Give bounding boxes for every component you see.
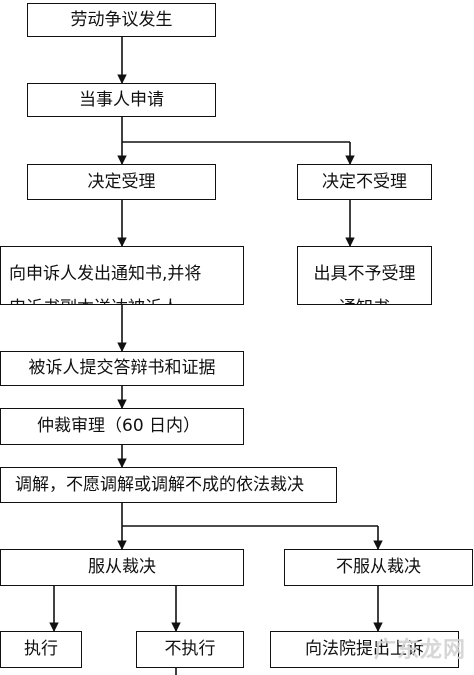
- node-not-comply-label: 不服从裁决: [336, 557, 421, 577]
- node-comply: 服从裁决: [0, 549, 244, 586]
- node-defense-label: 被诉人提交答辩书和证据: [28, 358, 216, 378]
- node-court-label: 向法院提出上诉: [305, 639, 424, 659]
- node-reject-label: 决定不受理: [322, 171, 407, 192]
- watermark-text: 广东龙网: [373, 638, 466, 663]
- node-comply-label: 服从裁决: [88, 557, 156, 577]
- node-notify-line2: 申诉书副本送达被诉人: [9, 291, 235, 304]
- node-notify: 向申诉人发出通知书,并将 申诉书副本送达被诉人: [0, 246, 244, 305]
- node-not-execute: 不执行: [136, 631, 244, 668]
- node-hearing: 仲裁审理（60 日内）: [0, 408, 244, 445]
- node-dispute-label: 劳动争议发生: [70, 9, 173, 30]
- node-execute-label: 执行: [24, 639, 58, 659]
- node-not-comply: 不服从裁决: [284, 549, 473, 586]
- node-apply: 当事人申请: [27, 83, 216, 117]
- node-not-execute-label: 不执行: [164, 639, 216, 659]
- node-hearing-label: 仲裁审理（60 日内）: [37, 416, 201, 436]
- node-defense: 被诉人提交答辩书和证据: [0, 351, 244, 386]
- node-no-accept-line2: 通知书: [306, 291, 423, 304]
- node-accept-label: 决定受理: [87, 171, 156, 192]
- node-no-accept: 出具不予受理 通知书: [297, 246, 432, 305]
- node-mediate: 调解，不愿调解或调解不成的依法裁决: [0, 467, 337, 503]
- node-accept: 决定受理: [27, 164, 216, 200]
- node-reject: 决定不受理: [297, 164, 432, 200]
- node-dispute: 劳动争议发生: [27, 3, 216, 37]
- node-execute: 执行: [0, 631, 82, 668]
- node-apply-label: 当事人申请: [79, 89, 164, 110]
- node-no-accept-line1: 出具不予受理: [313, 264, 416, 284]
- node-mediate-label: 调解，不愿调解或调解不成的依法裁决: [15, 474, 304, 495]
- node-notify-line1: 向申诉人发出通知书,并将: [9, 264, 202, 284]
- node-court: 向法院提出上诉: [270, 631, 459, 668]
